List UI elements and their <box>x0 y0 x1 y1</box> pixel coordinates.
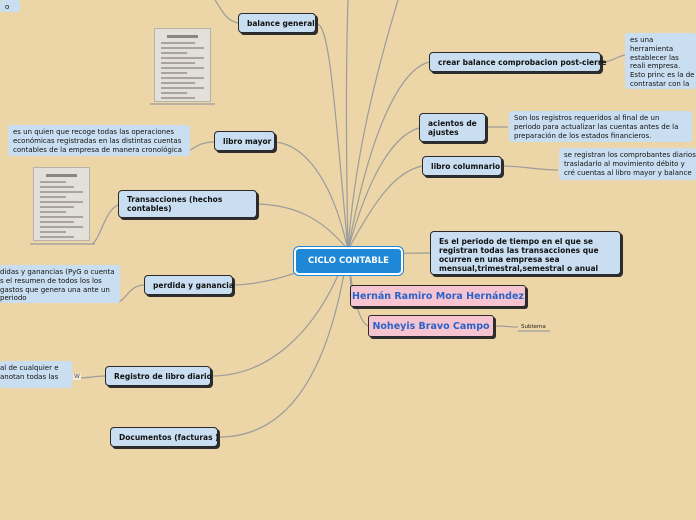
node-libro-columnario[interactable]: libro columnario <box>422 156 502 176</box>
balance-document-thumbnail[interactable] <box>154 28 211 102</box>
note-libro-mayor: es un quien que recoge todas las operaci… <box>8 125 190 156</box>
note-registro-diario: al de cualquier e anotan todas las <box>0 361 72 388</box>
node-transacciones[interactable]: Transacciones (hechos contables) <box>118 190 257 218</box>
note-asientos: Son los registros requeridos al final de… <box>509 111 692 142</box>
node-periodo-contable[interactable]: Es el periodo de tiempo en el que se reg… <box>430 231 621 275</box>
node-libro-mayor[interactable]: libro mayor <box>214 131 275 151</box>
node-perdida-ganancia[interactable]: perdida y ganancia <box>144 275 233 295</box>
note-columnario: se registran los comprobantes diarios tr… <box>559 148 696 180</box>
note-top-left: o <box>0 0 20 12</box>
node-balance-general[interactable]: balance general <box>238 13 316 33</box>
transaction-document-thumbnail[interactable] <box>33 167 90 241</box>
node-post-cierre[interactable]: crear balance comprobacion post-cierre <box>429 52 601 72</box>
node-documentos[interactable]: Documentos (facturas ) <box>110 427 218 447</box>
author-node-1[interactable]: Hernán Ramiro Mora Hernández <box>350 285 526 307</box>
note-post-cierre: es una herramienta establecer las reali … <box>625 33 696 89</box>
note-perdida-ganancia: didas y ganancias (PyG o cuenta s el res… <box>0 265 120 303</box>
node-asientos[interactable]: acientos de ajustes <box>419 113 486 142</box>
node-registro-diario[interactable]: Registro de libro diario <box>105 366 211 386</box>
author-node-2[interactable]: Noheyis Bravo Campo <box>368 315 494 337</box>
word-doc-icon[interactable]: W <box>73 373 81 380</box>
subtema-label[interactable]: Subtema <box>521 324 546 330</box>
central-topic[interactable]: CICLO CONTABLE <box>294 247 403 275</box>
